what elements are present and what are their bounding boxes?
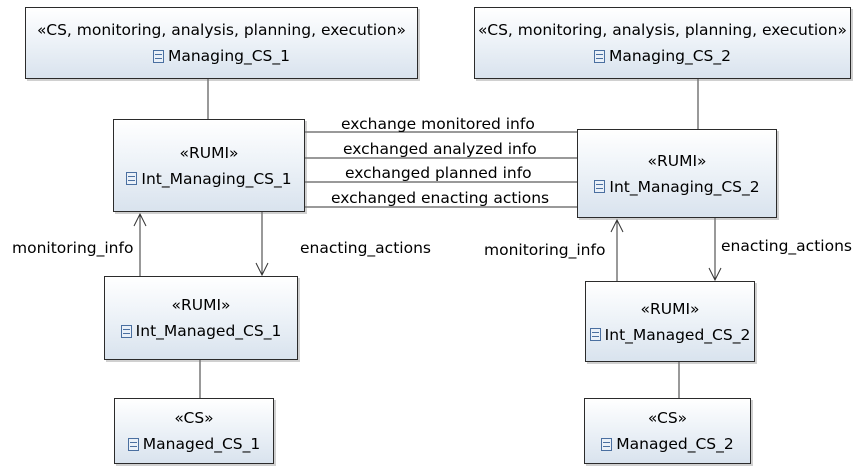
label-exchanged-analyzed-info: exchanged analyzed info [343,140,537,158]
node-name: Managing_CS_1 [167,47,291,65]
stereotype-label: «RUMI» [171,296,231,314]
node-name: Int_Managed_CS_1 [135,322,282,340]
class-icon [593,49,605,63]
arrowhead-down-1 [255,262,269,277]
int-managing-cs-2-node[interactable]: «RUMI» Int_Managing_CS_2 [577,129,777,218]
stereotype-label: «CS» [174,409,214,427]
label-enacting-actions-1: enacting_actions [300,239,431,257]
label-exchanged-planned-info: exchanged planned info [345,164,532,182]
class-icon [126,172,138,185]
stereotype-label: «CS» [647,409,688,427]
node-name: Int_Managed_CS_2 [604,325,751,344]
arrowhead-up-2 [610,218,624,233]
managed-cs-2-node[interactable]: «CS» Managed_CS_2 [584,398,751,464]
class-icon [127,437,139,451]
int-managing-cs-1-node[interactable]: «RUMI» Int_Managing_CS_1 [113,119,305,212]
class-icon [152,49,164,63]
stereotype-label: «CS, monitoring, analysis, planning, exe… [478,21,847,39]
stereotype-label: «RUMI» [640,299,700,318]
node-name: Managing_CS_2 [608,47,732,65]
label-exchanged-enacting-actions: exchanged enacting actions [331,189,550,207]
class-icon [120,324,132,338]
stereotype-label: «RUMI» [647,151,707,170]
managed-cs-1-node[interactable]: «CS» Managed_CS_1 [114,398,274,464]
label-monitoring-info-2: monitoring_info [484,241,606,259]
stereotype-label: «CS, monitoring, analysis, planning, exe… [37,21,406,39]
managing-cs-1-node[interactable]: «CS, monitoring, analysis, planning, exe… [25,7,418,79]
node-name: Managed_CS_1 [142,435,261,453]
label-monitoring-info-1: monitoring_info [12,239,134,257]
node-name: Managed_CS_2 [616,435,734,453]
class-icon [594,180,606,193]
managing-cs-2-node[interactable]: «CS, monitoring, analysis, planning, exe… [474,7,851,79]
label-exchange-monitored-info: exchange monitored info [341,115,535,133]
arrowhead-down-2 [708,267,722,282]
int-managed-cs-2-node[interactable]: «RUMI» Int_Managed_CS_2 [585,281,755,362]
arrowhead-up-1 [133,212,147,227]
int-managed-cs-1-node[interactable]: «RUMI» Int_Managed_CS_1 [104,276,298,360]
node-name: Int_Managing_CS_1 [141,169,292,188]
stereotype-label: «RUMI» [179,143,239,162]
class-icon [601,437,613,451]
class-icon [589,328,601,341]
node-name: Int_Managing_CS_2 [609,177,760,196]
label-enacting-actions-2: enacting_actions [721,237,852,255]
